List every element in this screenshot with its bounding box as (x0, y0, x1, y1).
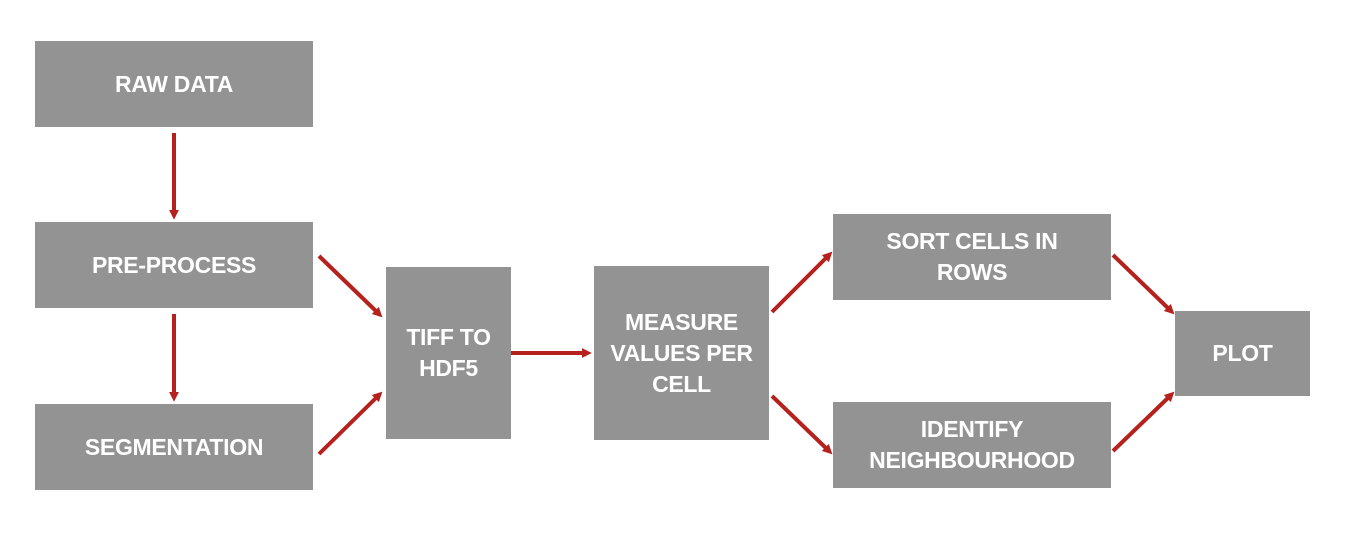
arrow-measure-to-sort-cells (770, 251, 833, 314)
arrow-pre-process-to-tiff-to-hdf5 (317, 254, 383, 318)
node-identify-line-2: NEIGHBOURHOOD (869, 447, 1075, 473)
node-segmentation-line-1: SEGMENTATION (84, 433, 264, 460)
node-measure-line-3: CELL (652, 370, 711, 397)
node-raw-data: RAW DATA (35, 41, 313, 127)
arrow-identify-to-plot (1111, 391, 1175, 453)
node-measure-line-2: VALUES PER (610, 339, 753, 366)
node-measure-line-1: MEASURE (625, 308, 738, 335)
arrow-measure-to-identify (770, 394, 833, 455)
arrow-segmentation-to-tiff-to-hdf5 (317, 391, 383, 456)
node-pre-process-line-1: PRE-PROCESS (91, 251, 257, 278)
node-sort-cells-line-2: ROWS (936, 259, 1008, 285)
node-plot-line-1: PLOT (1212, 340, 1273, 366)
node-pre-process: PRE-PROCESS (35, 222, 313, 308)
node-identify-neighbourhood: IDENTIFY NEIGHBOURHOOD (833, 402, 1111, 488)
node-tiff-to-hdf5-line-1: TIFF TO (406, 324, 491, 350)
arrow-sort-cells-to-plot (1111, 253, 1175, 315)
node-tiff-to-hdf5: TIFF TO HDF5 (386, 267, 511, 439)
node-segmentation: SEGMENTATION (35, 404, 313, 490)
node-sort-cells-in-rows: SORT CELLS IN ROWS (833, 214, 1111, 300)
node-raw-data-line-1: RAW DATA (114, 70, 234, 97)
node-measure-values-per-cell: MEASURE VALUES PER CELL (594, 266, 769, 440)
node-tiff-to-hdf5-line-2: HDF5 (419, 355, 478, 381)
node-sort-cells-line-1: SORT CELLS IN (886, 228, 1058, 254)
node-identify-line-1: IDENTIFY (920, 416, 1024, 442)
node-plot: PLOT (1175, 311, 1310, 396)
